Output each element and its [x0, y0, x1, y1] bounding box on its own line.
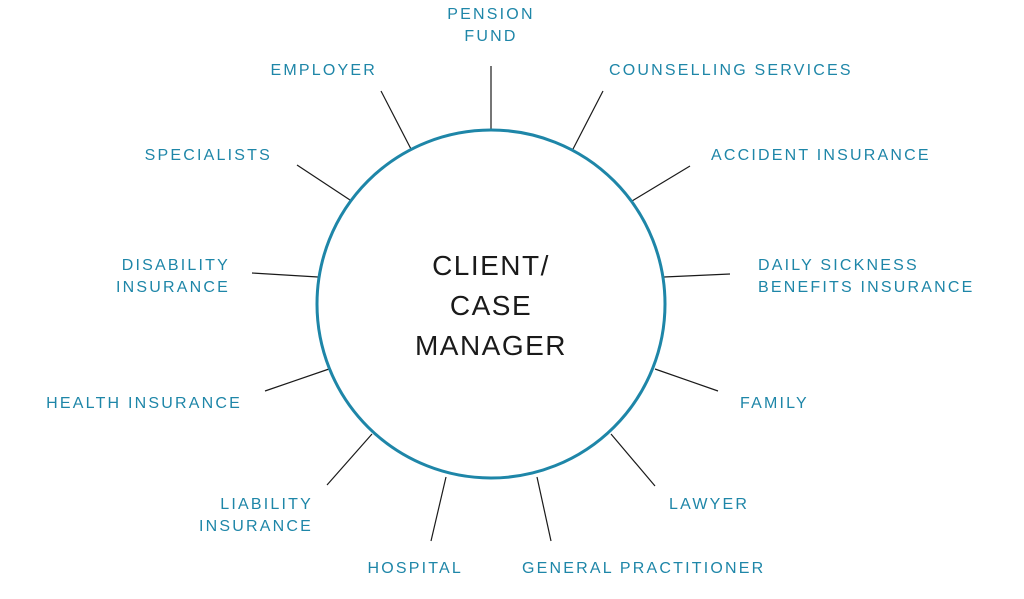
node-label-line: GENERAL PRACTITIONER [522, 560, 766, 577]
spoke-hospital [430, 476, 447, 542]
center-label-line: MANAGER [414, 330, 568, 361]
spoke-daily-sickness-benefits-insurance [663, 273, 731, 278]
spoke-lawyer [610, 433, 656, 487]
node-label-pension-fund: PENSION FUND [436, 4, 546, 48]
center-label-line: CLIENT/ [432, 250, 550, 281]
node-label-daily-sickness-benefits-insurance: DAILY SICKNESS BENEFITS INSURANCE [758, 255, 975, 299]
node-label-line: DISABILITY [121, 257, 230, 274]
node-label-line: PENSION [447, 6, 535, 23]
spoke-family [654, 368, 719, 392]
node-label-counselling-services: COUNSELLING SERVICES [609, 60, 853, 82]
center-label: CLIENT/ CASE MANAGER [386, 246, 596, 366]
node-label-specialists: SPECIALISTS [100, 145, 272, 167]
node-label-employer: EMPLOYER [220, 60, 377, 82]
hub-circle [315, 128, 667, 480]
spoke-specialists [296, 164, 351, 201]
node-label-lawyer: LAWYER [669, 494, 749, 516]
node-label-line: INSURANCE [198, 518, 313, 535]
node-label-liability-insurance: LIABILITY INSURANCE [150, 494, 313, 538]
spoke-general-practitioner [536, 476, 552, 542]
spoke-lines [251, 66, 731, 542]
node-label-health-insurance: HEALTH INSURANCE [20, 393, 242, 415]
node-label-hospital: HOSPITAL [300, 558, 463, 580]
node-label-accident-insurance: ACCIDENT INSURANCE [711, 145, 931, 167]
node-label-line: DAILY SICKNESS [758, 257, 919, 274]
node-label-line: HOSPITAL [367, 560, 463, 577]
node-label-line: ACCIDENT INSURANCE [711, 147, 931, 164]
node-label-line: FUND [464, 28, 518, 45]
center-label-line: CASE [449, 290, 533, 321]
node-label-line: INSURANCE [115, 279, 230, 296]
spoke-liability-insurance [326, 433, 373, 486]
node-label-line: COUNSELLING SERVICES [609, 62, 853, 79]
node-label-general-practitioner: GENERAL PRACTITIONER [522, 558, 765, 580]
node-label-family: FAMILY [740, 393, 809, 415]
spoke-counselling-services [571, 90, 604, 152]
spoke-disability-insurance [251, 272, 319, 278]
node-label-line: SPECIALISTS [144, 147, 272, 164]
node-label-line: HEALTH INSURANCE [46, 395, 242, 412]
spoke-accident-insurance [631, 165, 691, 202]
node-label-line: LAWYER [669, 496, 750, 513]
node-label-line: FAMILY [740, 395, 809, 412]
node-label-disability-insurance: DISABILITY INSURANCE [60, 255, 230, 299]
node-label-line: LIABILITY [220, 496, 313, 513]
node-label-line: EMPLOYER [270, 62, 377, 79]
node-label-line: BENEFITS INSURANCE [758, 279, 975, 296]
spoke-health-insurance [264, 368, 330, 392]
spoke-employer [380, 90, 413, 152]
